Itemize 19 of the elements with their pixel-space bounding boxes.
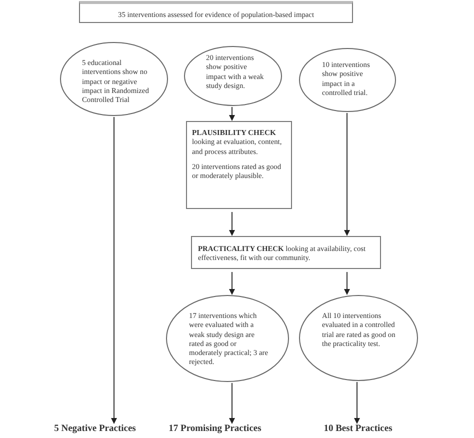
header-box xyxy=(79,1,353,23)
arrow xyxy=(354,382,360,424)
arrow xyxy=(229,382,235,424)
arrow xyxy=(344,112,350,236)
result-label: 17 Promising Practices xyxy=(168,424,262,436)
outcome-ellipse xyxy=(184,46,282,106)
arrow xyxy=(111,116,117,424)
process-box xyxy=(191,236,381,269)
outcome-ellipse xyxy=(60,42,168,116)
arrow xyxy=(229,212,235,236)
outcome-ellipse xyxy=(299,48,396,112)
outcome-ellipse xyxy=(166,295,289,382)
arrow xyxy=(229,272,235,295)
process-box xyxy=(186,121,292,209)
outcome-ellipse xyxy=(299,295,418,381)
result-label: 5 Negative Practices xyxy=(53,424,137,436)
result-label: 10 Best Practices xyxy=(322,424,394,436)
arrow xyxy=(344,272,350,295)
arrow xyxy=(229,106,235,121)
